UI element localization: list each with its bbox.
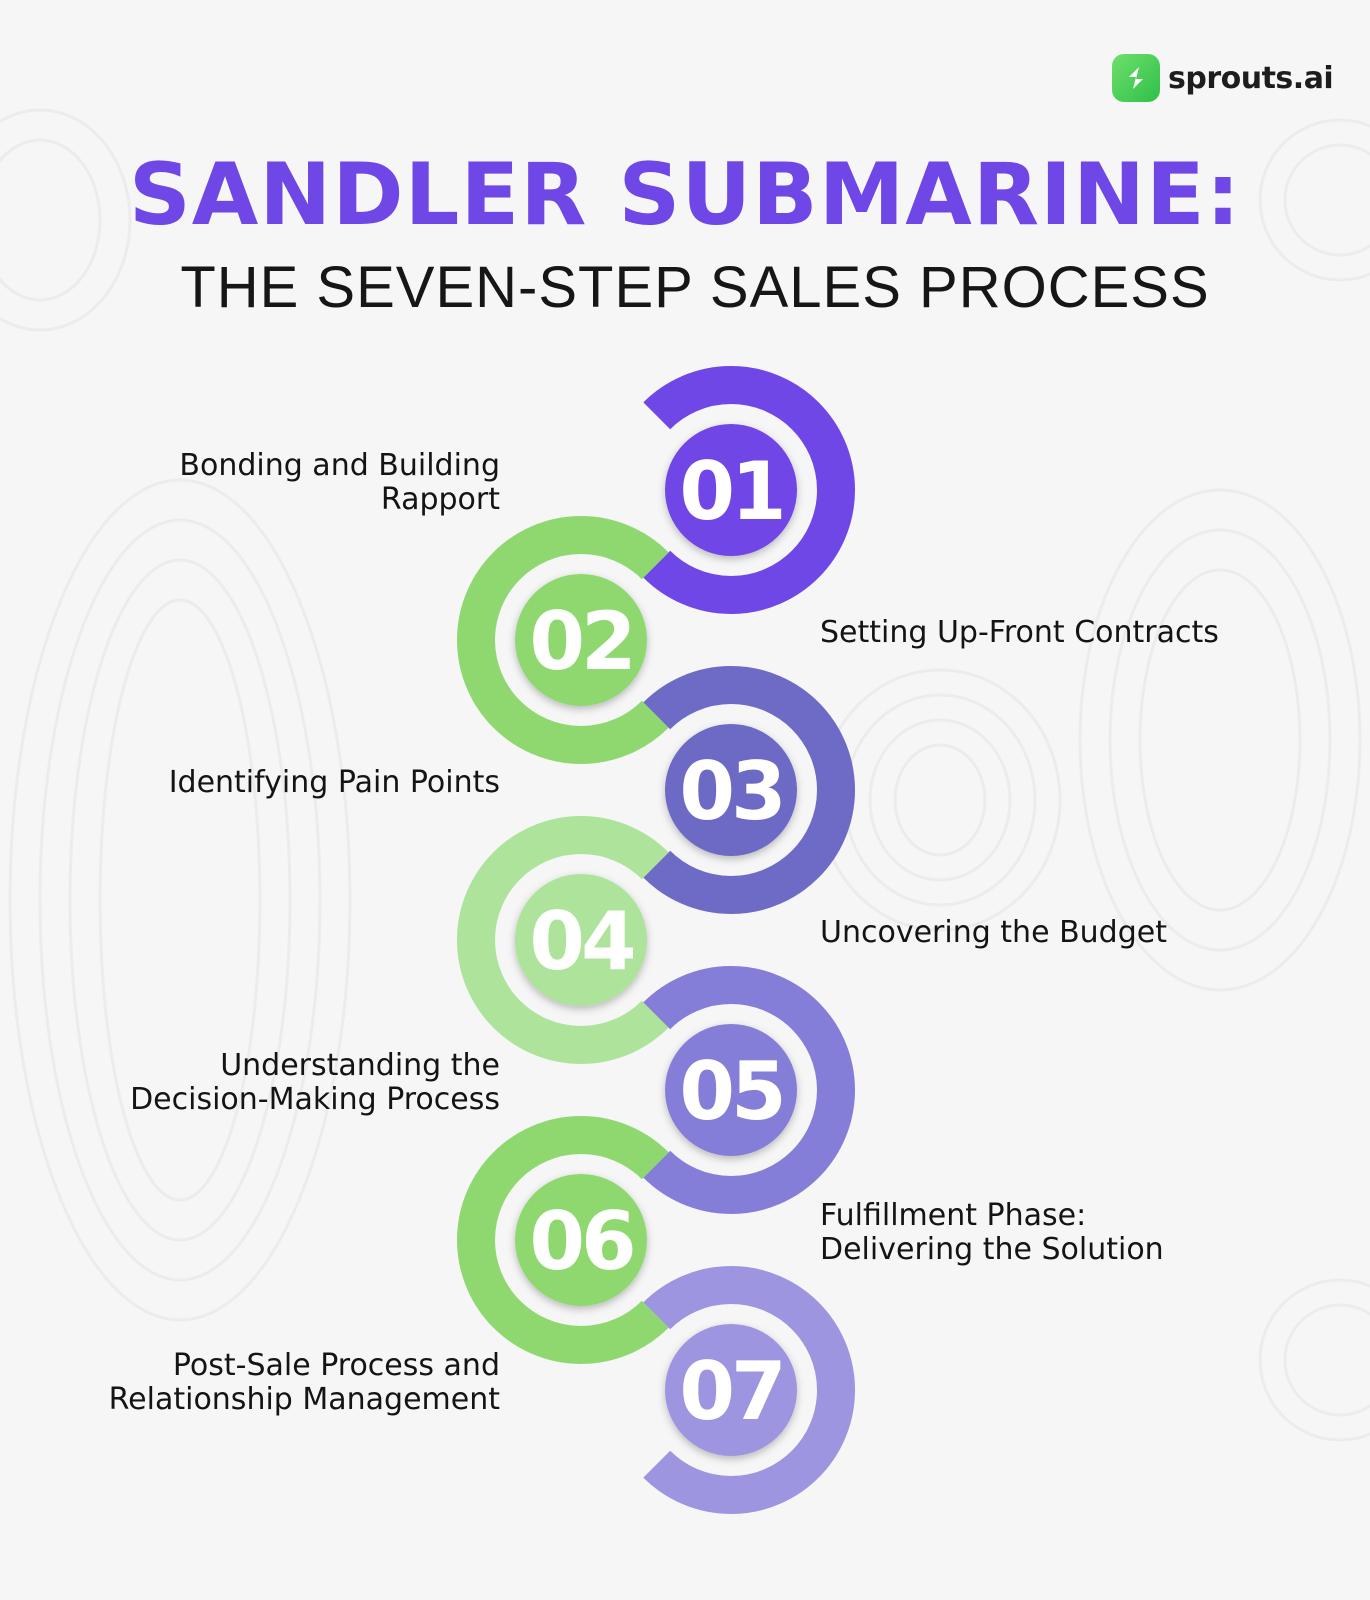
step-ring-05 [643,966,855,1214]
step-label-06: Fulfillment Phase: Delivering the Soluti… [820,1198,1164,1267]
step-number: 07 [679,1345,782,1438]
step-ring-03 [643,666,855,914]
page-title: SANDLER SUBMARINE: [128,145,1242,245]
step-badge-07: 07 [665,1324,797,1456]
step-number: 03 [679,745,782,838]
step-label-02: Setting Up-Front Contracts [820,615,1219,650]
step-number: 06 [529,1195,633,1288]
step-badge-01: 01 [665,424,797,556]
brand-name: sprouts.ai [1168,60,1334,96]
step-label-04: Uncovering the Budget [820,915,1167,950]
step-number: 04 [529,895,633,988]
step-badge-02: 02 [515,574,647,706]
step-badge-04: 04 [515,874,647,1006]
brand-logo[interactable]: sprouts.ai [1112,54,1334,102]
step-label-07: Post-Sale Process and Relationship Manag… [108,1348,500,1417]
step-ring-06 [457,1116,669,1364]
step-number: 05 [679,1045,782,1138]
step-ring-04 [457,816,669,1064]
step-badge-05: 05 [665,1024,797,1156]
step-label-01: Bonding and Building Rapport [179,448,500,517]
step-ring-01 [643,366,855,614]
step-label-03: Identifying Pain Points [168,765,500,800]
step-badge-06: 06 [515,1174,647,1306]
step-ring-07 [643,1266,855,1514]
step-ring-02 [457,516,669,764]
step-number: 01 [679,445,782,538]
step-label-05: Understanding the Decision-Making Proces… [130,1048,500,1117]
sprouts-logo-icon [1112,54,1160,102]
step-badge-03: 03 [665,724,797,856]
step-number: 02 [529,595,632,688]
page-subtitle: THE SEVEN-STEP SALES PROCESS [180,255,1210,320]
